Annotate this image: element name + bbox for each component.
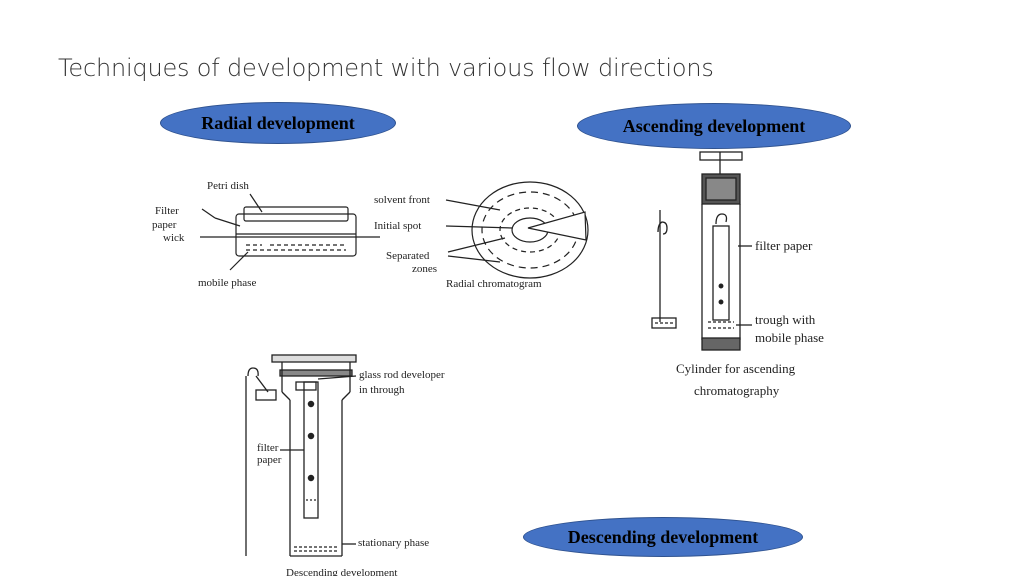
ascending-development-label: Ascending development <box>577 103 851 149</box>
initial-spot-label: Initial spot <box>374 220 421 232</box>
separated-label-line1: Separated <box>386 250 430 262</box>
ascending-caption-line2: chromatography <box>694 383 780 398</box>
ascending-caption-line1: Cylinder for ascending <box>676 361 796 376</box>
radial-chromatogram-label: Radial chromatogram <box>446 278 542 290</box>
mobile-phase-label: mobile phase <box>198 277 256 289</box>
ascending-text: filter paper trough with mobile phase Cy… <box>676 238 824 398</box>
separated-label-line2: zones <box>412 263 437 275</box>
descending-filter-label-line2: paper <box>257 454 282 466</box>
stationary-phase-label: stationary phase <box>358 537 429 549</box>
radial-text: Petri dish Filter paper wick mobile phas… <box>152 180 542 290</box>
solvent-front-label: solvent front <box>374 194 430 206</box>
descending-figure <box>245 354 357 557</box>
radial-chromatogram-drawing <box>445 181 589 279</box>
descending-filter-label-line1: filter <box>257 442 279 454</box>
slide-title: Techniques of development with various f… <box>58 54 714 82</box>
descending-development-label: Descending development <box>523 517 803 557</box>
trough-label-line1: trough with <box>755 312 816 327</box>
descending-text: glass rod developer in through filter pa… <box>257 369 445 576</box>
filter-label-line1: Filter <box>155 205 179 217</box>
glass-rod-label-line1: glass rod developer <box>359 369 445 381</box>
petri-dish-drawing <box>200 193 380 271</box>
petri-dish-label: Petri dish <box>207 180 249 192</box>
filter-label-line2: paper <box>152 219 177 231</box>
descending-caption: Descending development <box>286 567 398 576</box>
radial-figure <box>200 181 589 279</box>
trough-label-line2: mobile phase <box>755 330 824 345</box>
glass-rod-label-line2: in through <box>359 384 405 396</box>
ascending-figure <box>651 151 752 351</box>
filter-paper-label: filter paper <box>755 238 813 253</box>
filter-label-line3: wick <box>163 232 185 244</box>
radial-development-label: Radial development <box>160 102 396 144</box>
